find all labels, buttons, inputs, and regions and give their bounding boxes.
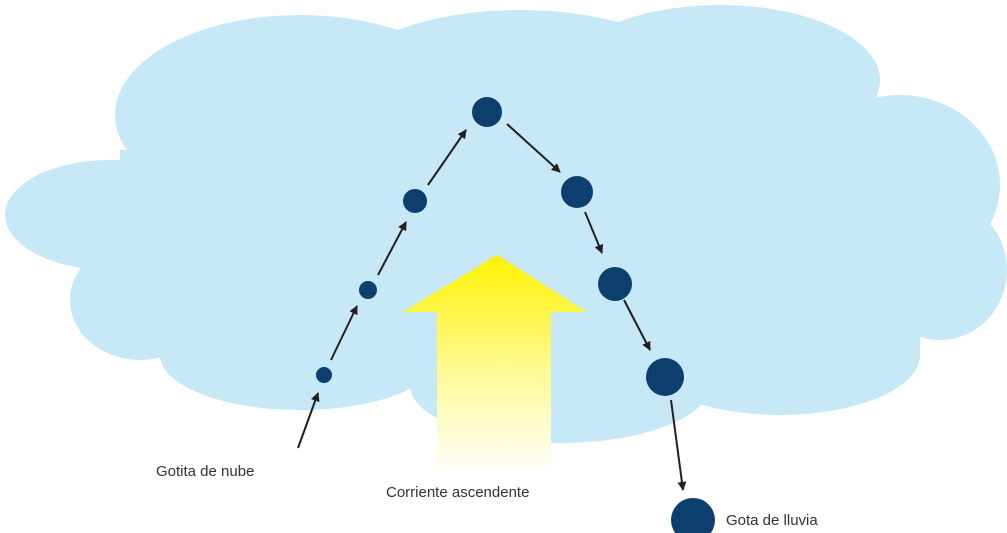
raindrop-label: Gota de lluvia: [726, 512, 818, 529]
arrow-5: [506, 123, 561, 173]
arrow-8: [670, 399, 687, 491]
arrow-7: [623, 299, 651, 351]
arrow-2: [330, 305, 358, 361]
cloud-droplet-label: Gotita de nube: [156, 463, 254, 480]
trajectory-arrows: [297, 123, 687, 491]
droplet-1: [316, 367, 332, 383]
droplets: [316, 97, 715, 533]
updraft-arrow: [403, 255, 587, 475]
arrow-4: [427, 129, 467, 186]
arrow-6: [584, 211, 604, 254]
arrow-3: [377, 221, 407, 276]
droplet-8: [671, 498, 715, 533]
updraft-label: Corriente ascendente: [386, 484, 529, 501]
droplet-2: [359, 281, 377, 299]
droplet-5: [561, 176, 593, 208]
droplet-3: [403, 189, 427, 213]
arrow-1: [297, 392, 320, 449]
droplet-6: [598, 267, 632, 301]
droplet-4: [472, 97, 502, 127]
droplet-7: [646, 358, 684, 396]
